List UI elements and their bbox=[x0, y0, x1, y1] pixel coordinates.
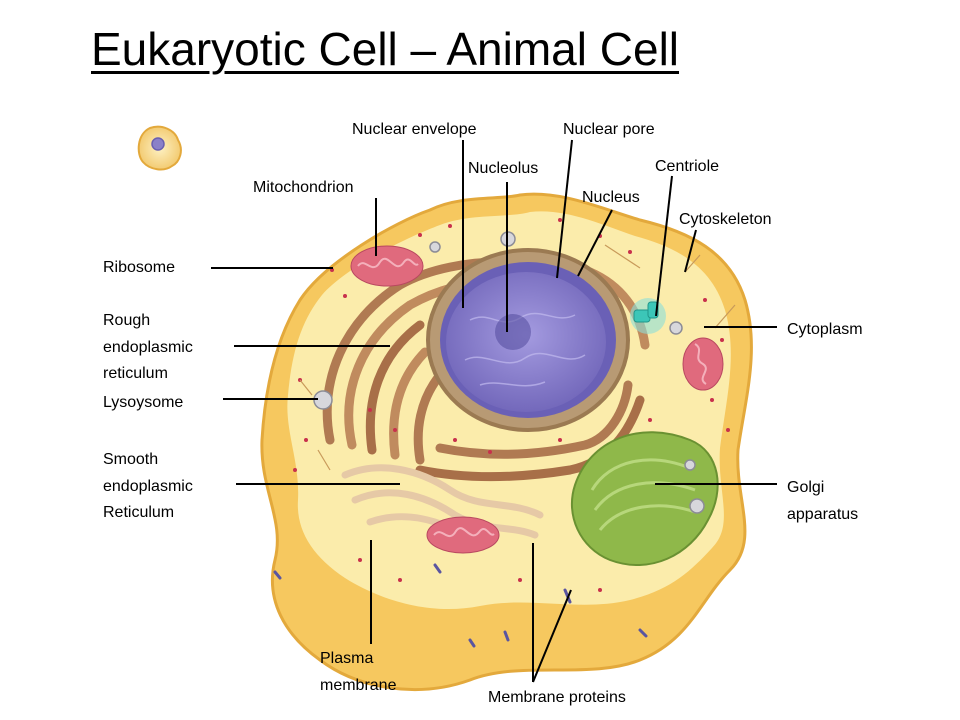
cytoskeleton-strands bbox=[299, 244, 736, 471]
label-membrane-proteins: Membrane proteins bbox=[488, 689, 626, 706]
label-cytoskeleton: Cytoskeleton bbox=[679, 211, 772, 228]
small-cell-icon bbox=[137, 125, 182, 171]
leader-lines bbox=[211, 139, 777, 683]
vesicle-shapes bbox=[313, 231, 705, 514]
centriole-shape bbox=[630, 298, 666, 334]
ribosome-dots bbox=[293, 218, 730, 592]
mitochondria-shapes bbox=[350, 245, 724, 554]
label-smooth-er: Smooth endoplasmic Reticulum bbox=[103, 451, 193, 521]
label-lysosome: Lysoysome bbox=[103, 394, 184, 411]
label-mitochondrion: Mitochondrion bbox=[253, 179, 354, 196]
nucleus-shape bbox=[426, 248, 630, 432]
label-nucleolus: Nucleolus bbox=[468, 160, 539, 177]
label-ribosome: Ribosome bbox=[103, 259, 176, 276]
label-nucleus: Nucleus bbox=[582, 189, 640, 206]
label-golgi-apparatus: Golgi apparatus bbox=[787, 479, 859, 523]
label-cytoplasm: Cytoplasm bbox=[787, 321, 863, 338]
slide-title: Eukaryotic Cell – Animal Cell bbox=[91, 23, 680, 75]
label-nuclear-pore: Nuclear pore bbox=[563, 121, 655, 138]
label-rough-er: Rough endoplasmic reticulum bbox=[103, 312, 193, 382]
label-centriole: Centriole bbox=[655, 158, 720, 175]
label-plasma-membrane: Plasma membrane bbox=[320, 650, 397, 694]
membrane-protein-shapes bbox=[273, 563, 648, 648]
label-nuclear-envelope: Nuclear envelope bbox=[352, 121, 477, 138]
golgi-shape bbox=[570, 431, 719, 566]
